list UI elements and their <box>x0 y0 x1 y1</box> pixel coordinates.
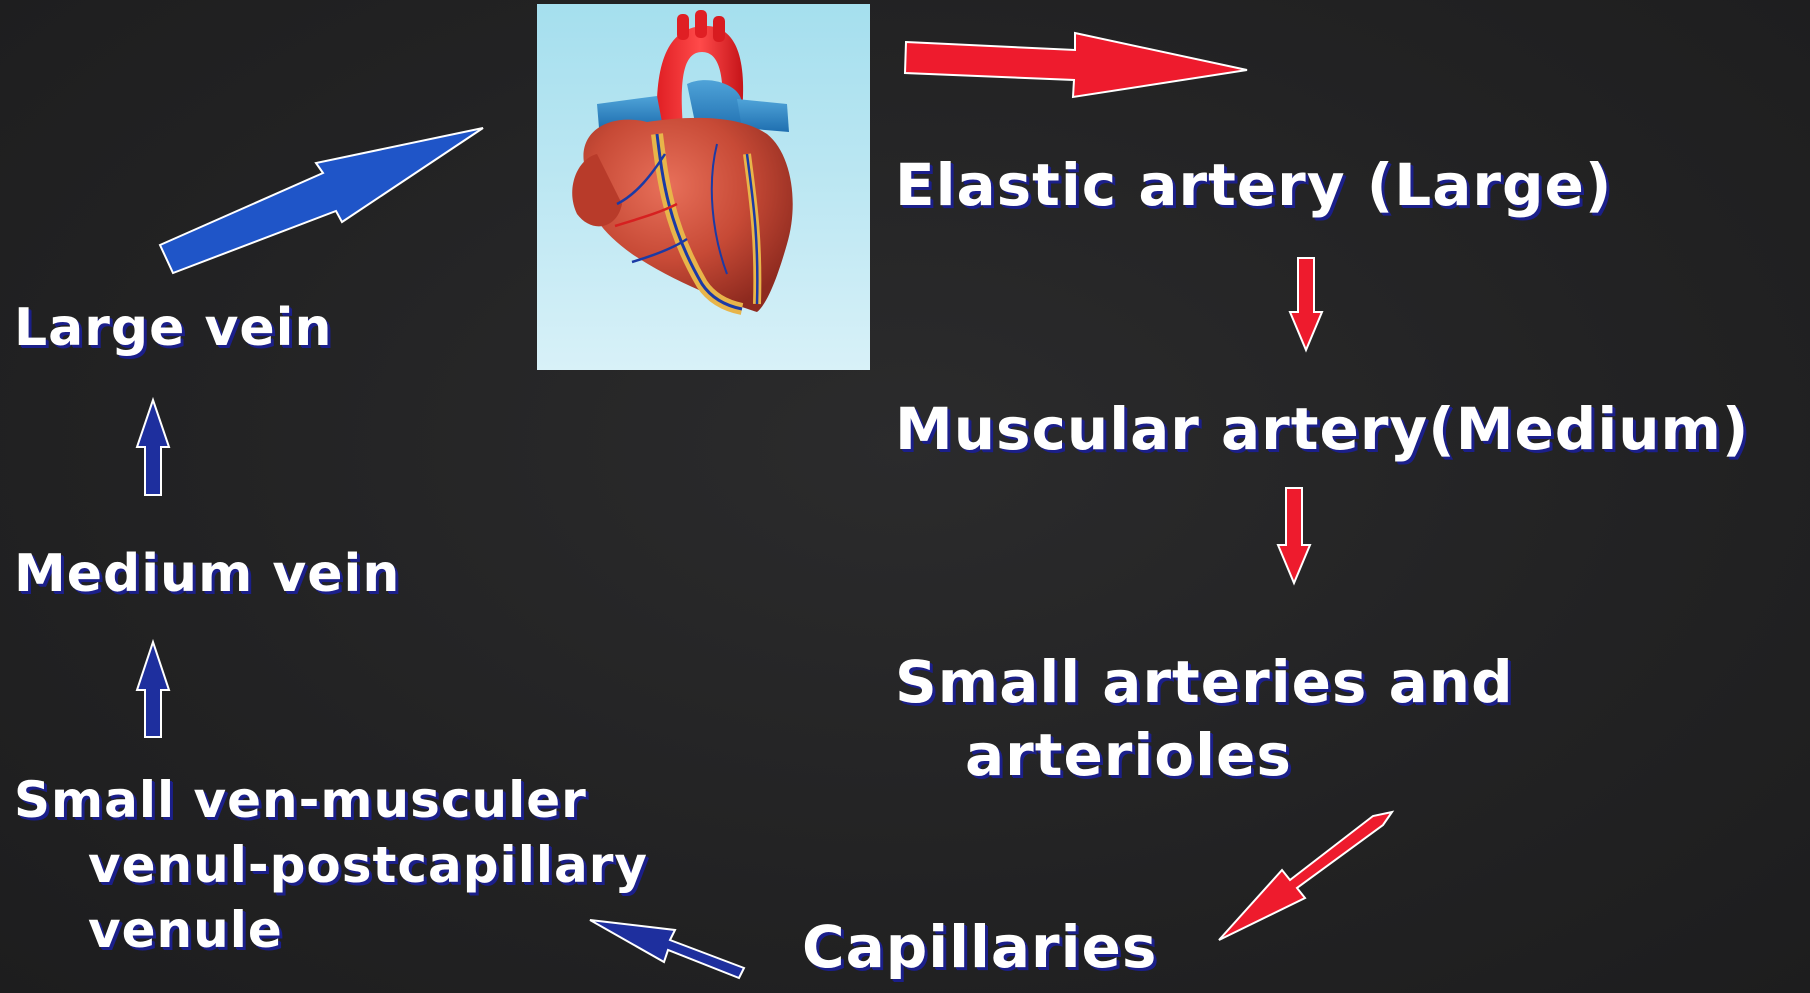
arrow-muscular-to-small <box>1278 488 1310 583</box>
arrow-large-to-heart <box>160 128 483 273</box>
label-small-veins-line2: venul-postcapillary <box>14 833 648 898</box>
arrow-medium-to-large <box>137 400 169 495</box>
label-small-veins-line3: venule <box>14 898 648 963</box>
label-small-arteries-line1: Small arteries and <box>895 648 1514 716</box>
label-small-veins-line1: Small ven-musculer <box>14 771 587 829</box>
arrow-small-to-capillaries <box>1219 812 1392 940</box>
arrow-heart-to-elastic <box>905 33 1247 97</box>
label-medium-vein: Medium vein <box>14 548 400 600</box>
label-small-veins: Small ven-musculer venul-postcapillary v… <box>14 768 648 963</box>
arrow-venules-to-medium <box>137 642 169 737</box>
label-small-arteries-line2: arterioles <box>895 719 1514 792</box>
label-capillaries: Capillaries <box>802 918 1157 976</box>
label-elastic-artery: Elastic artery (Large) <box>895 156 1612 214</box>
arrow-elastic-to-muscular <box>1290 258 1322 350</box>
label-muscular-artery: Muscular artery(Medium) <box>895 400 1749 458</box>
label-small-arteries: Small arteries and arterioles <box>895 646 1514 791</box>
label-large-vein: Large vein <box>14 302 332 354</box>
